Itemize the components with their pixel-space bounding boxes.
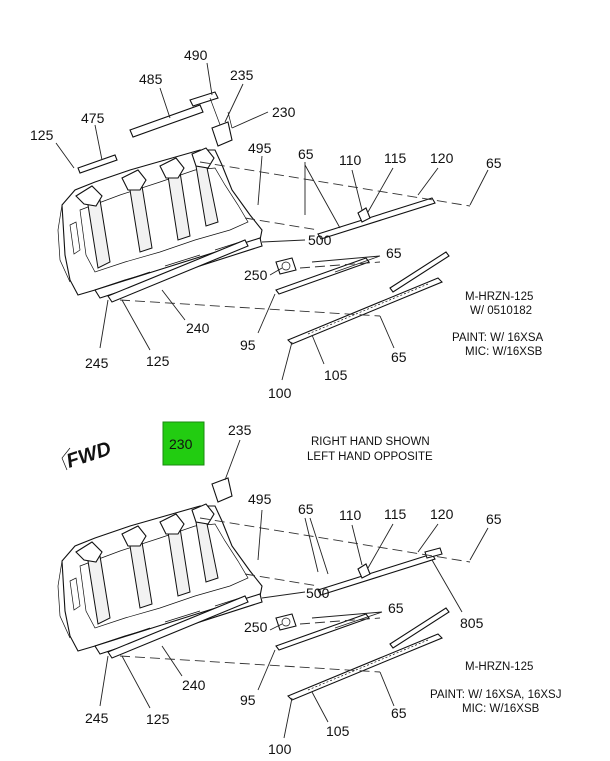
part-475 (77, 154, 118, 174)
callout-65-a-bottom: 65 (298, 501, 314, 517)
callout-250: 250 (244, 267, 268, 283)
fwd-arrow-icon: FWD (61, 438, 114, 473)
callout-65-c: 65 (386, 245, 402, 261)
part-120-top (317, 197, 436, 240)
callout-240-bottom: 240 (182, 677, 206, 693)
fwd-label: FWD (64, 438, 114, 473)
callout-500-bottom: 500 (306, 585, 330, 601)
note-paint-top: PAINT: W/ 16XSA (452, 332, 544, 344)
callout-805: 805 (460, 615, 484, 631)
callout-245-bottom: 245 (85, 710, 109, 726)
part-105-top (287, 277, 443, 345)
callout-490: 490 (184, 47, 208, 63)
part-95-bottom (275, 613, 370, 651)
callout-495-bottom: 495 (248, 491, 272, 507)
callout-65-d-bottom: 65 (391, 705, 407, 721)
part-250-bottom (275, 613, 297, 631)
part-105-bottom (287, 633, 443, 701)
note-serial-top: W/ 0510182 (470, 305, 532, 317)
note-mic-top: MIC: W/16XSB (465, 346, 543, 358)
callout-235-bottom: 235 (228, 422, 252, 438)
callout-65-a: 65 (298, 146, 314, 162)
callout-500: 500 (308, 232, 332, 248)
part-240-top (107, 239, 249, 303)
callout-235: 235 (230, 67, 254, 83)
callout-100: 100 (268, 385, 292, 401)
part-250-top (275, 257, 297, 275)
bottom-view: FWD (57, 421, 561, 757)
note-mic-bottom: MIC: W/16XSB (462, 703, 540, 715)
part-95-top (275, 257, 370, 295)
part-485 (129, 104, 204, 138)
callout-65-c-bottom: 65 (388, 600, 404, 616)
callout-110: 110 (339, 152, 362, 168)
callout-95: 95 (240, 337, 256, 353)
callout-495: 495 (248, 140, 272, 156)
part-115-top (357, 207, 371, 223)
note-model-bottom: M-HRZN-125 (465, 661, 533, 673)
callout-100-bottom: 100 (268, 741, 292, 757)
callout-115: 115 (384, 150, 407, 166)
part-240-bottom (107, 595, 249, 659)
note-right-hand: RIGHT HAND SHOWN (311, 436, 430, 448)
callout-250-bottom: 250 (244, 619, 268, 635)
callout-485: 485 (139, 71, 163, 87)
callout-125-bottom: 125 (146, 711, 170, 727)
part-115-bottom (357, 563, 371, 579)
part-490 (189, 91, 219, 107)
callout-245: 245 (85, 355, 109, 371)
top-view: 490 485 235 230 475 125 495 65 110 115 1… (30, 47, 544, 401)
callout-240: 240 (186, 320, 210, 336)
note-left-hand: LEFT HAND OPPOSITE (307, 451, 433, 463)
callout-65-b: 65 (486, 155, 502, 171)
callout-110-bottom: 110 (339, 507, 362, 523)
callout-230: 230 (272, 104, 296, 120)
callout-125-lower: 125 (146, 353, 170, 369)
part-120-bottom (317, 553, 436, 596)
callout-475: 475 (81, 110, 105, 126)
callout-230-highlighted: 230 (169, 436, 193, 452)
callout-65-d: 65 (391, 349, 407, 365)
note-paint-bottom: PAINT: W/ 16XSA, 16XSJ (430, 689, 561, 701)
callout-120: 120 (430, 150, 454, 166)
callout-125-upper: 125 (30, 127, 54, 143)
callout-120-bottom: 120 (430, 506, 454, 522)
callout-105-bottom: 105 (326, 723, 350, 739)
callout-105: 105 (324, 367, 348, 383)
highlight-box-230[interactable] (162, 421, 205, 466)
callout-115-bottom: 115 (384, 506, 407, 522)
note-model-top: M-HRZN-125 (465, 291, 533, 303)
callout-65-b-bottom: 65 (486, 511, 502, 527)
callout-95-bottom: 95 (240, 692, 256, 708)
part-230-top (211, 121, 233, 147)
